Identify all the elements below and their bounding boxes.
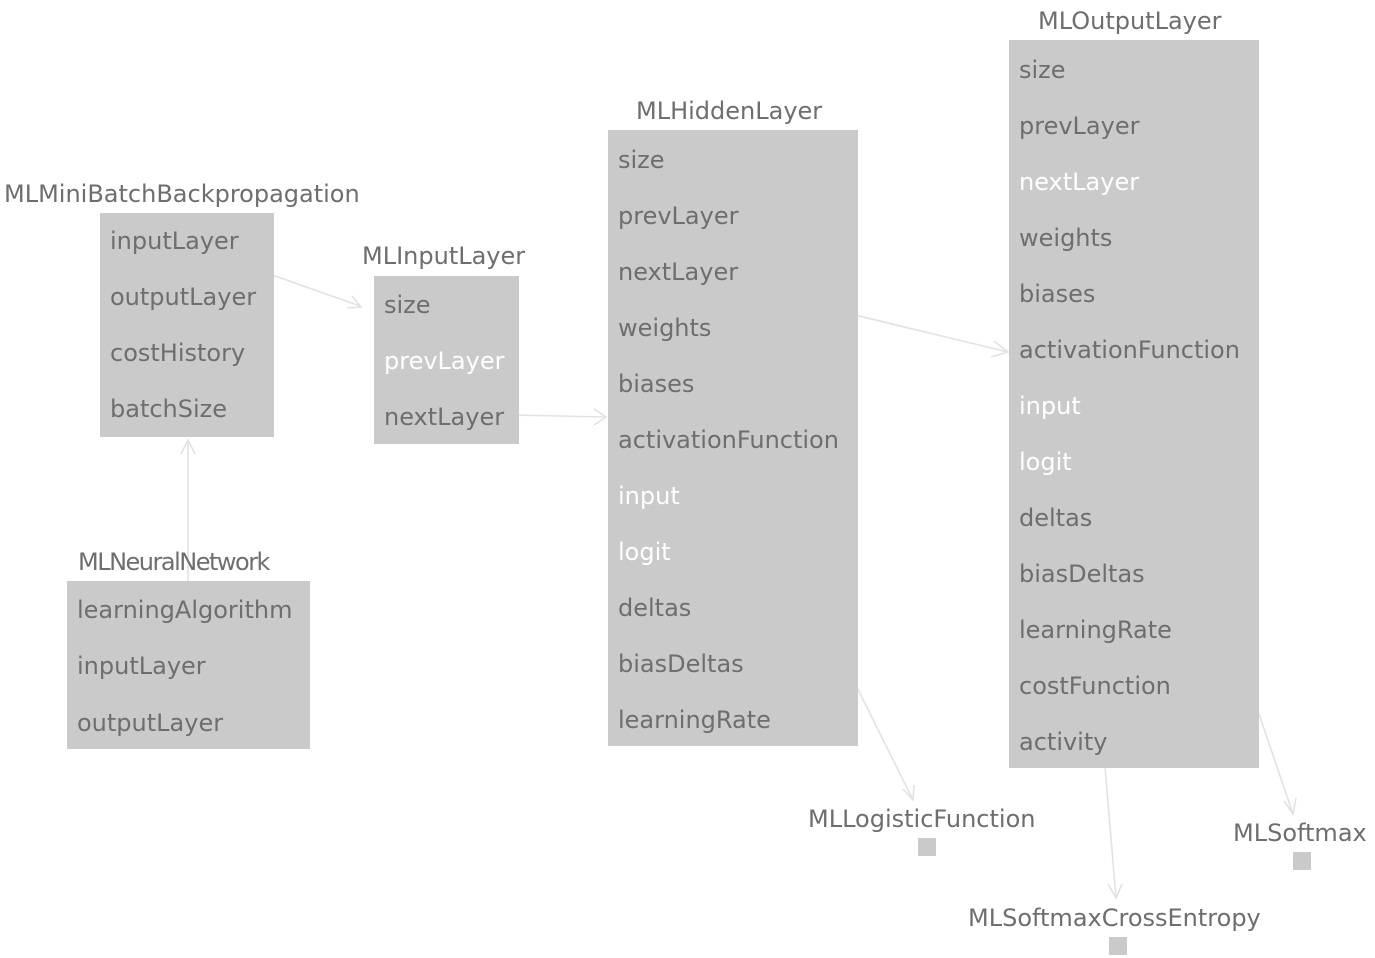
class-box-minibatch: inputLayer outputLayer costHistory batch…	[100, 213, 274, 437]
field-activationfunction: activationFunction	[618, 426, 839, 454]
class-box-logistic	[918, 838, 936, 856]
class-box-outputlayer: size prevLayer nextLayer weights biases …	[1009, 40, 1259, 768]
field-learningrate: learningRate	[618, 706, 771, 734]
class-title-crossentropy: MLSoftmaxCrossEntropy	[968, 904, 1261, 932]
field-inputlayer: inputLayer	[110, 227, 239, 255]
field-costfunction: costFunction	[1019, 672, 1171, 700]
arrowhead	[1283, 797, 1297, 817]
field-weights: weights	[1019, 224, 1113, 252]
field-prevlayer: prevLayer	[384, 347, 505, 375]
class-title-minibatch: MLMiniBatchBackpropagation	[4, 180, 360, 208]
field-inputlayer: inputLayer	[77, 652, 206, 680]
field-prevlayer: prevLayer	[618, 202, 739, 230]
arrowhead	[902, 784, 915, 802]
class-title-outputlayer: MLOutputLayer	[1038, 7, 1222, 35]
class-box-hiddenlayer: size prevLayer nextLayer weights biases …	[608, 130, 858, 746]
field-nextlayer: nextLayer	[1019, 168, 1140, 196]
arrowhead	[1107, 883, 1123, 900]
field-size: size	[384, 291, 431, 319]
class-box-neuralnetwork: learningAlgorithm inputLayer outputLayer	[67, 581, 310, 749]
field-logit: logit	[618, 538, 671, 566]
field-input: input	[618, 482, 680, 510]
field-activity: activity	[1019, 728, 1108, 756]
class-title-hiddenlayer: MLHiddenLayer	[636, 97, 823, 125]
field-costhistory: costHistory	[110, 339, 246, 367]
field-biases: biases	[618, 370, 695, 398]
class-box-crossentropy	[1109, 937, 1127, 955]
class-box-softmax	[1293, 852, 1311, 870]
class-title-neuralnetwork: MLNeuralNetwork	[78, 548, 270, 576]
field-nextlayer: nextLayer	[384, 403, 505, 431]
class-title-logistic: MLLogisticFunction	[808, 805, 1036, 833]
field-batchsize: batchSize	[110, 395, 228, 423]
field-input: input	[1019, 392, 1081, 420]
field-nextlayer: nextLayer	[618, 258, 739, 286]
field-outputlayer: outputLayer	[77, 709, 224, 737]
arrowhead	[990, 340, 1010, 358]
field-biasdeltas: biasDeltas	[1019, 560, 1145, 588]
class-title-inputlayer: MLInputLayer	[362, 242, 526, 270]
field-prevlayer: prevLayer	[1019, 112, 1140, 140]
arrowhead	[593, 408, 608, 426]
field-logit: logit	[1019, 448, 1072, 476]
field-weights: weights	[618, 314, 712, 342]
field-learningalgorithm: learningAlgorithm	[77, 596, 293, 624]
field-outputlayer: outputLayer	[110, 283, 257, 311]
field-size: size	[1019, 56, 1066, 84]
field-biases: biases	[1019, 280, 1096, 308]
field-size: size	[618, 146, 665, 174]
class-box-inputlayer: size prevLayer nextLayer	[374, 276, 519, 444]
field-deltas: deltas	[618, 594, 692, 622]
field-biasdeltas: biasDeltas	[618, 650, 744, 678]
class-title-softmax: MLSoftmax	[1233, 819, 1367, 847]
arrowhead	[180, 438, 196, 455]
field-deltas: deltas	[1019, 504, 1093, 532]
field-activationfunction: activationFunction	[1019, 336, 1240, 364]
arrow-input-to-hidden	[509, 414, 607, 418]
arrowhead	[346, 295, 363, 309]
field-learningrate: learningRate	[1019, 616, 1172, 644]
